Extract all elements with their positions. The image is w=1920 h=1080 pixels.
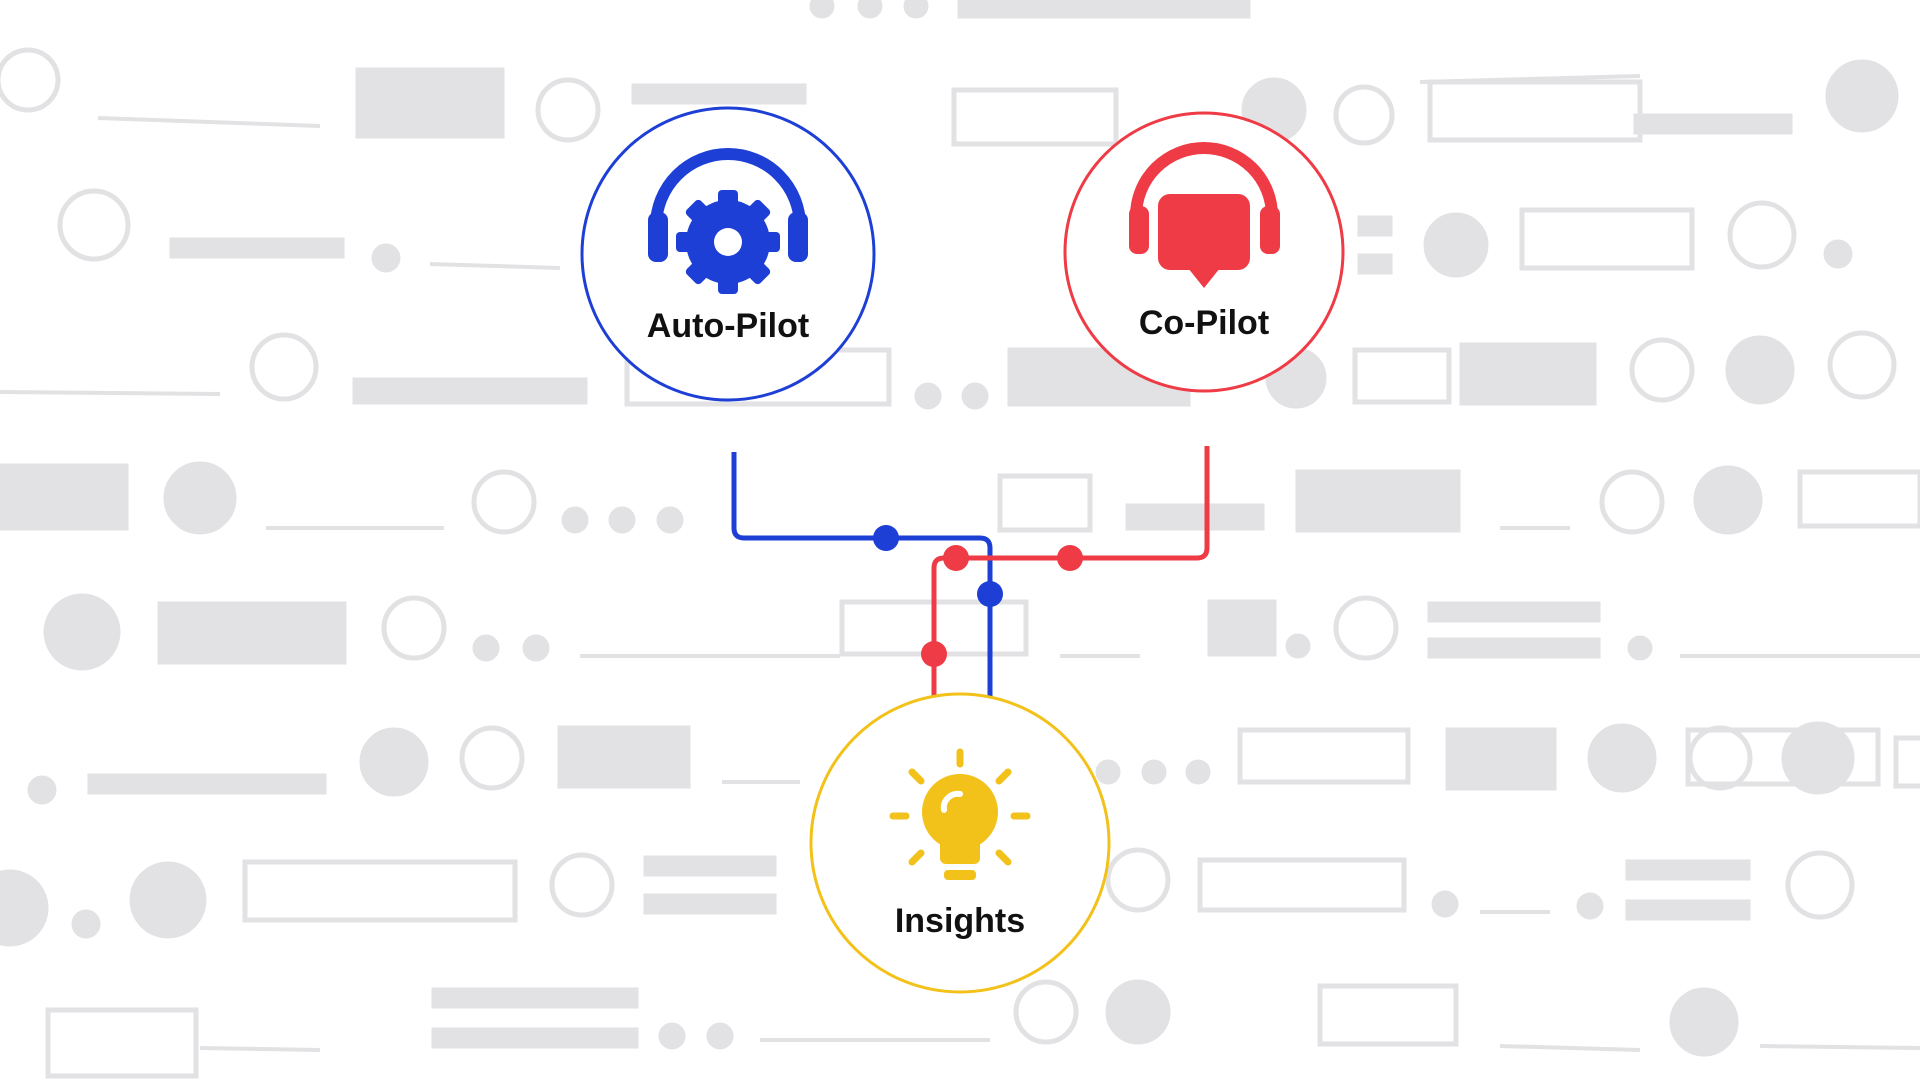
- connection-node-red: [943, 545, 969, 571]
- node-co-pilot: Co-Pilot: [1063, 111, 1345, 393]
- headset-gear-icon: [648, 148, 808, 294]
- connection-node-blue: [977, 581, 1003, 607]
- connection-node-blue: [873, 525, 899, 551]
- node-auto-pilot-label: Auto-Pilot: [647, 307, 809, 345]
- connection-co-pilot-to-insights: [931, 446, 1210, 700]
- node-auto-pilot: Auto-Pilot: [580, 106, 876, 402]
- node-insights: Insights: [809, 692, 1111, 994]
- node-co-pilot-label: Co-Pilot: [1139, 304, 1269, 342]
- connection-auto-pilot-to-insights: [731, 452, 993, 700]
- node-insights-label: Insights: [895, 902, 1025, 940]
- headset-chat-icon: [1129, 142, 1280, 288]
- connection-node-red: [921, 641, 947, 667]
- lightbulb-icon: [889, 748, 1031, 880]
- connection-nodes: [873, 525, 1083, 667]
- connection-node-red: [1057, 545, 1083, 571]
